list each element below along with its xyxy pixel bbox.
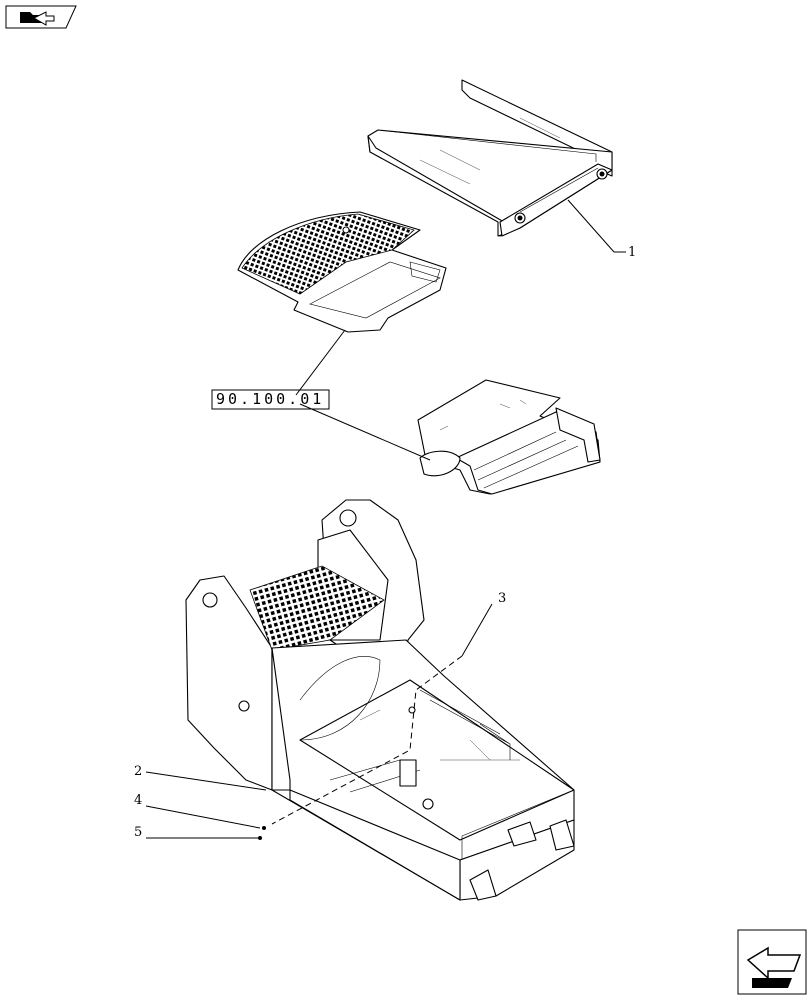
- part-rail-frame: [367, 79, 613, 237]
- callout-5: 5: [134, 825, 142, 840]
- next-page-arrow-icon[interactable]: [737, 929, 807, 995]
- callout-2: 2: [134, 764, 142, 779]
- part-main-chassis: [185, 499, 575, 901]
- part-floor-plate: [237, 211, 447, 333]
- reference-code: 90.100.01: [216, 390, 324, 408]
- callout-3: 3: [498, 591, 506, 606]
- callout-4: 4: [134, 793, 142, 808]
- part-pedal-bracket: [417, 379, 601, 495]
- folder-back-icon[interactable]: [5, 5, 77, 29]
- reference-box[interactable]: 90.100.01: [211, 389, 330, 410]
- callout-1: 1: [628, 245, 636, 260]
- leader-lines: [145, 199, 626, 840]
